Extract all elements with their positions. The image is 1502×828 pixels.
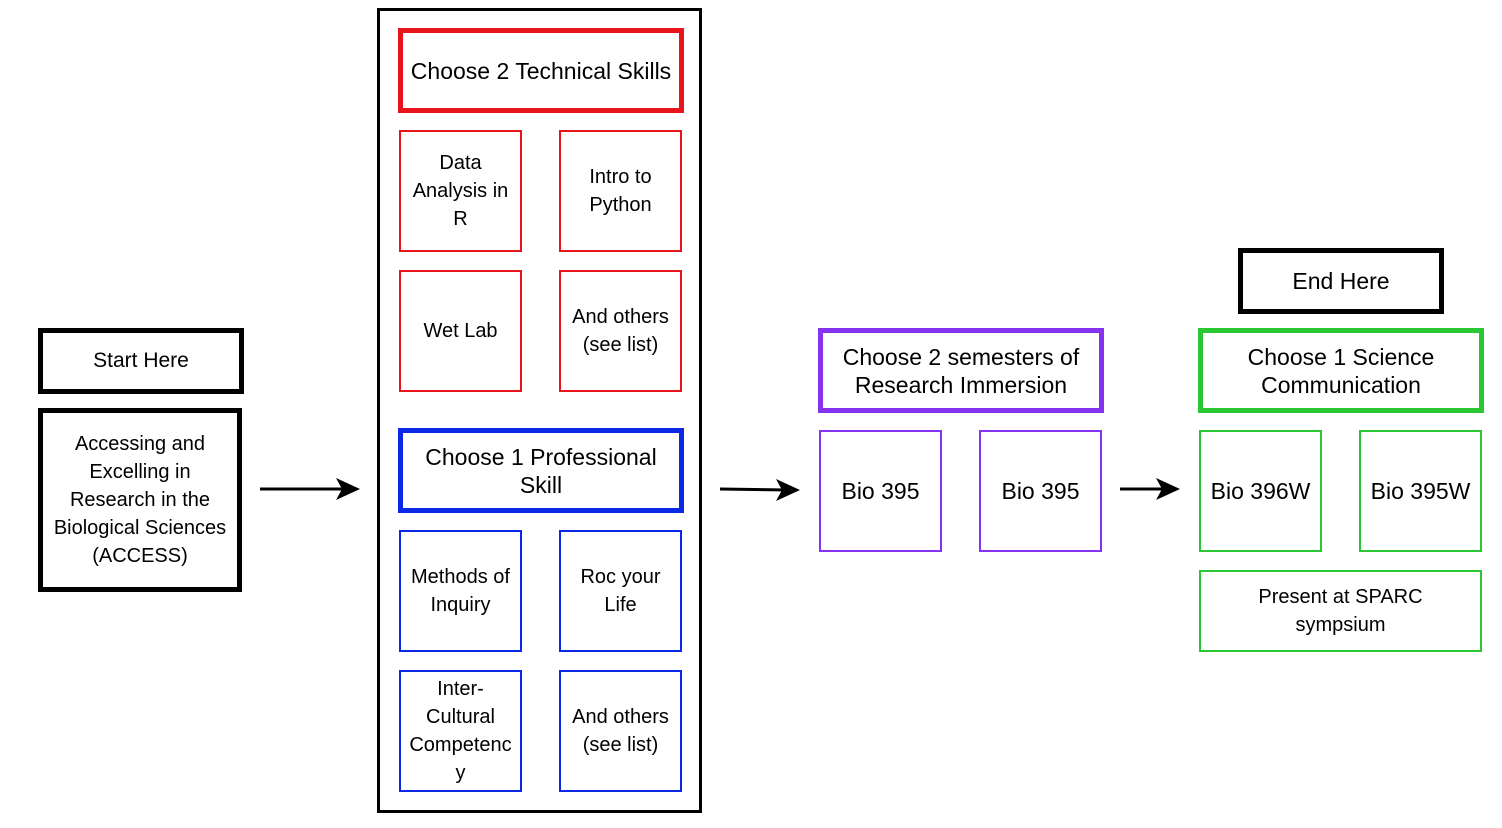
arrow-skills-to-research: [719, 479, 800, 501]
skills-container: [377, 8, 702, 813]
communication-option-label: Bio 396W: [1210, 478, 1311, 504]
professional-option-intercultural: Inter-Cultural Competency: [399, 670, 522, 792]
start-here-box: Start Here: [38, 328, 244, 394]
communication-option-bio-396w: Bio 396W: [1199, 430, 1322, 552]
technical-option-python: Intro to Python: [559, 130, 682, 252]
access-course-box: Accessing and Excelling in Research in t…: [38, 408, 242, 592]
professional-skill-title: Choose 1 Professional Skill: [425, 443, 657, 498]
professional-skill-header: Choose 1 Professional Skill: [398, 428, 684, 513]
technical-option-label: Wet Lab: [423, 320, 498, 342]
professional-option-label: Roc your Life: [580, 566, 661, 616]
communication-option-bio-395w: Bio 395W: [1359, 430, 1482, 552]
end-here-box: End Here: [1238, 248, 1444, 314]
technical-option-label: And others (see list): [572, 306, 669, 356]
professional-option-roc-your-life: Roc your Life: [559, 530, 682, 652]
communication-option-label: Bio 395W: [1370, 478, 1471, 504]
science-communication-title: Choose 1 Science Communication: [1247, 343, 1435, 398]
technical-option-label: Data Analysis in R: [412, 152, 509, 230]
research-immersion-header: Choose 2 semesters of Research Immersion: [818, 328, 1104, 413]
research-option-label: Bio 395: [841, 478, 920, 504]
professional-option-methods-of-inquiry: Methods of Inquiry: [399, 530, 522, 652]
professional-option-others: And others (see list): [559, 670, 682, 792]
professional-option-label: Methods of Inquiry: [411, 566, 510, 616]
research-option-label: Bio 395: [1001, 478, 1080, 504]
research-option-1: Bio 395: [819, 430, 942, 552]
research-option-2: Bio 395: [979, 430, 1102, 552]
technical-option-others: And others (see list): [559, 270, 682, 392]
professional-option-label: And others (see list): [572, 706, 669, 756]
research-immersion-title: Choose 2 semesters of Research Immersion: [842, 343, 1080, 398]
technical-skills-title: Choose 2 Technical Skills: [410, 57, 672, 84]
technical-skills-header: Choose 2 Technical Skills: [398, 28, 684, 113]
present-at-sparc-box: Present at SPARC sympsium: [1199, 570, 1482, 652]
arrow-start-to-skills: [260, 478, 360, 500]
end-here-label: End Here: [1292, 268, 1390, 294]
technical-option-data-analysis: Data Analysis in R: [399, 130, 522, 252]
access-course-label: Accessing and Excelling in Research in t…: [53, 433, 227, 567]
present-at-sparc-label: Present at SPARC sympsium: [1258, 586, 1423, 636]
professional-option-label: Inter-Cultural Competency: [409, 678, 512, 784]
technical-option-wet-lab: Wet Lab: [399, 270, 522, 392]
start-here-label: Start Here: [93, 349, 189, 372]
technical-option-label: Intro to Python: [589, 166, 652, 216]
science-communication-header: Choose 1 Science Communication: [1198, 328, 1484, 413]
arrow-research-to-communication: [1120, 478, 1180, 500]
